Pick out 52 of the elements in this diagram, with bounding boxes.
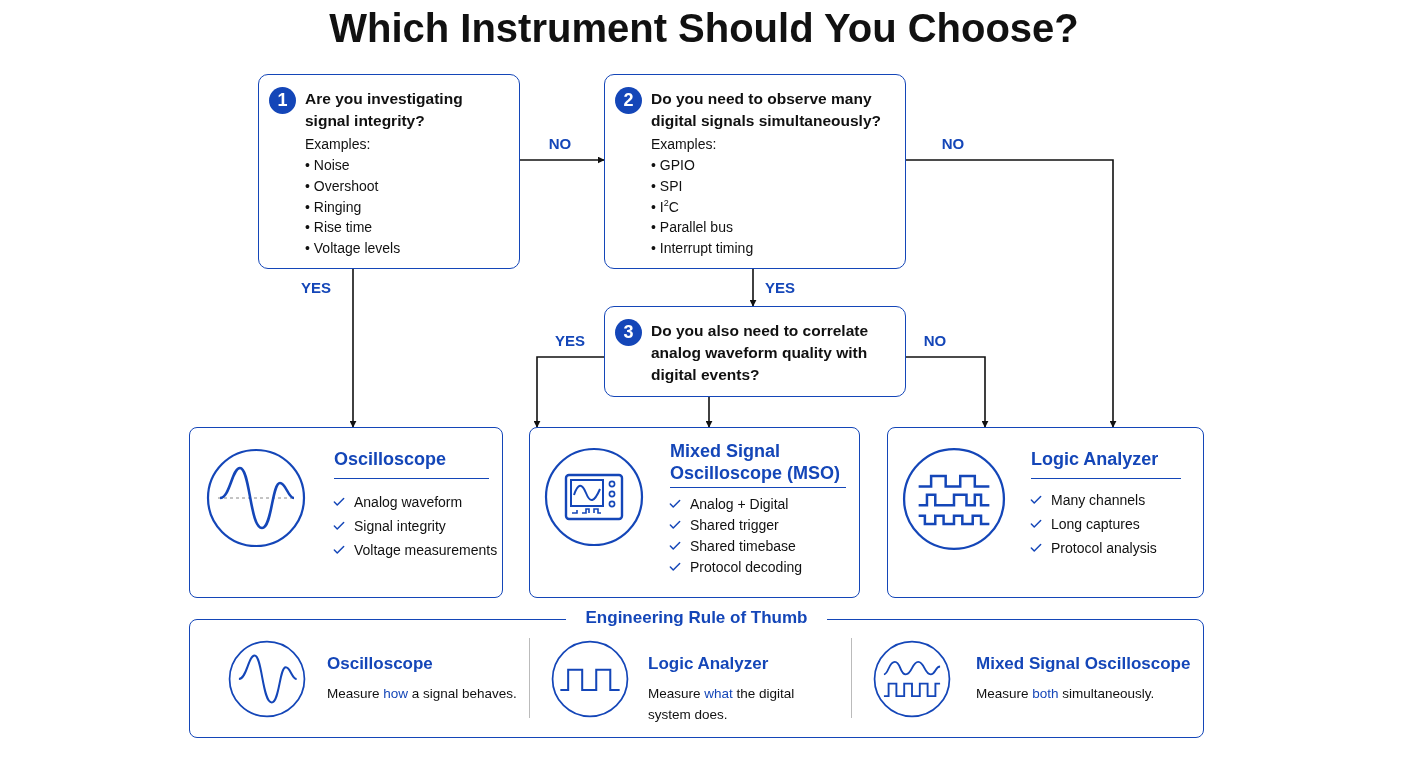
example-item: • Rise time (305, 218, 374, 238)
decision-box (604, 306, 906, 397)
example-item: • GPIO (651, 156, 696, 175)
examples-heading: Examples: (651, 136, 717, 152)
question-text: Do you also need to correlate analog waveform quality with digital events? (651, 321, 870, 385)
example-item: • Voltage levels (305, 239, 401, 259)
rule-title: Oscilloscope (327, 654, 433, 674)
feature-text: Protocol decoding (690, 559, 803, 575)
arrow (749, 268, 757, 307)
examples-heading: Examples: (305, 136, 371, 152)
step-number: 2 (615, 87, 642, 114)
feature-text: Protocol analysis (1051, 540, 1157, 556)
result-box (529, 427, 860, 598)
panel-heading: Engineering Rule of Thumb (565, 608, 828, 628)
arrow (705, 396, 713, 428)
arrow (349, 268, 357, 428)
rule-text: Measure both simultaneously. (976, 685, 1156, 703)
decision-box (258, 74, 520, 269)
question-text: Are you investigating signal integrity? (305, 89, 464, 131)
example-item: • I$^{2}$C (651, 196, 680, 217)
step-number: 1 (269, 87, 296, 114)
instrument-title: Logic Analyzer (1031, 448, 1159, 470)
feature-text: Analog + Digital (690, 496, 789, 512)
rule-title: Mixed Signal Oscilloscope (976, 654, 1191, 674)
arrow (905, 356, 989, 428)
arrow (519, 156, 605, 164)
rule-text: Measure how a signal behaves. (327, 685, 518, 703)
feature-text: Signal integrity (354, 518, 446, 534)
feature-text: Shared timebase (690, 538, 796, 554)
example-item: • Interrupt timing (651, 239, 754, 259)
feature-text: Voltage measurements (354, 542, 498, 558)
decision-box (604, 74, 906, 269)
arrow (905, 159, 1117, 428)
example-item: • Noise (305, 156, 351, 175)
question-text: Do you need to observe many digital signals simultaneously? (651, 89, 882, 131)
feature-text: Shared trigger (690, 517, 779, 533)
result-box (189, 427, 503, 598)
title: Which Instrument Should You Choose? (329, 6, 1079, 51)
result-box (887, 427, 1204, 598)
rule-title: Logic Analyzer (648, 654, 769, 674)
feature-text: Long captures (1051, 516, 1140, 532)
instrument-title: Oscilloscope (334, 448, 447, 470)
arrow (533, 356, 605, 428)
example-item: • Ringing (305, 197, 363, 217)
example-item: • Overshoot (305, 176, 380, 196)
example-item: • Parallel bus (651, 218, 734, 238)
feature-text: Many channels (1051, 492, 1146, 508)
instrument-title: Mixed Signal Oscilloscope (MSO) (670, 440, 842, 484)
step-number: 3 (615, 319, 642, 346)
rule-text: Measure what the digital system does. (648, 685, 796, 724)
example-item: • SPI (651, 176, 684, 196)
feature-text: Analog waveform (354, 494, 463, 510)
